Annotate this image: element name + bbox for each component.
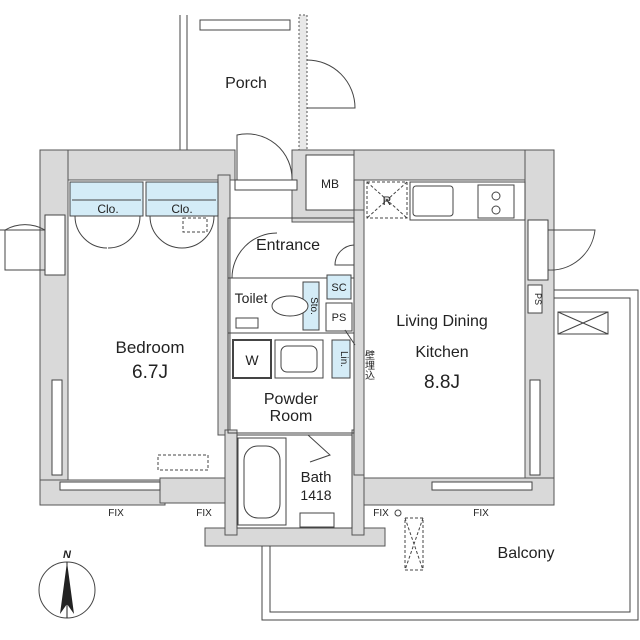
fix-label-3: FIX [373,508,389,519]
porch-area [179,14,356,156]
room-label-entrance: Entrance [256,237,320,254]
bath-area [236,434,353,529]
room-label-powder-line1: Powder [264,391,319,408]
fixture-labels: Clo. Clo. MB R SC PS PS Sto. Lin. W 壁埋込 [97,177,543,380]
bedroom-openings [0,214,209,491]
fix-label-2: FIX [196,508,212,519]
window-labels: FIX FIX FIX FIX [108,508,489,519]
compass-north-label: N [63,549,72,561]
bedroom-closets [69,181,219,249]
fix-label-4: FIX [473,508,489,519]
room-size-bedroom: 6.7J [132,362,168,383]
washer-label: W [245,352,259,368]
room-size-ldk: 8.8J [424,372,460,393]
powder-room-area [227,329,356,434]
shoe-closet-label: SC [331,282,346,294]
room-label-balcony: Balcony [498,545,555,562]
room-label-bedroom: Bedroom [116,338,185,357]
room-label-powder-line2: Room [270,408,313,425]
toilet-area [227,274,355,334]
linen-label: Lin. [338,351,349,367]
room-label-bath: Bath [301,469,332,486]
closet-label-1: Clo. [97,202,118,216]
room-labels: Porch Entrance Toilet Bedroom 6.7J Livin… [116,75,555,562]
balcony [261,289,639,621]
refrigerator-label: R [383,194,392,208]
closet-label-2: Clo. [171,202,192,216]
room-label-toilet: Toilet [235,290,268,306]
storage-label: Sto. [308,297,319,315]
compass: N [38,549,96,619]
room-label-ldk-line1: Living Dining [396,313,488,330]
kitchen-counter [366,181,526,221]
room-label-ldk-line2: Kitchen [415,344,468,361]
room-label-porch: Porch [225,75,267,92]
wall-embedded-label: 壁埋込 [363,349,375,380]
pipe-space-label-2: PS [533,293,543,305]
meter-box-label: MB [321,177,339,191]
ldk-openings [431,219,596,491]
room-size-bath: 1418 [300,487,331,503]
fix-label-1: FIX [108,508,124,519]
pipe-space-label-1: PS [332,312,347,324]
